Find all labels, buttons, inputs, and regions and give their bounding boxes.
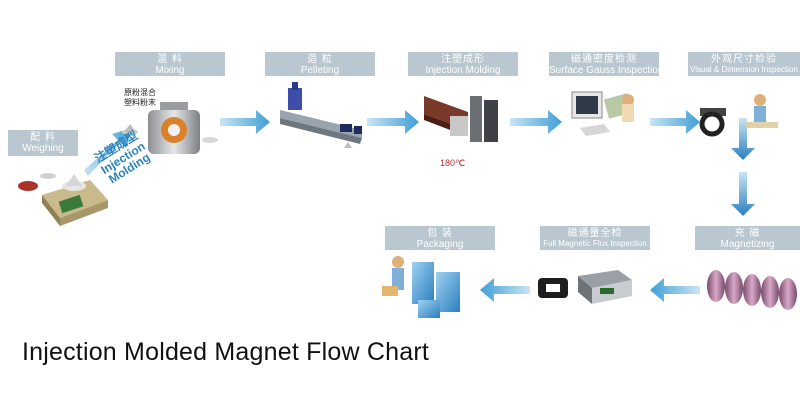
arrow-injection-to-gauss bbox=[510, 110, 562, 134]
fluxmeter-illustration bbox=[538, 270, 632, 304]
step-label-packaging: 包 装 Packaging bbox=[385, 226, 495, 250]
step-en: Magnetizing bbox=[720, 238, 775, 250]
injection-temperature: 180℃ bbox=[440, 158, 466, 168]
step-en: Packaging bbox=[416, 238, 464, 250]
arrow-weighing-to-mixing bbox=[84, 128, 132, 176]
step-zh: 包 装 bbox=[427, 228, 453, 239]
step-zh: 磁通量全检 bbox=[567, 228, 623, 239]
arrow-flux-to-packaging bbox=[480, 278, 530, 302]
magnetizing-coil-illustration bbox=[707, 270, 797, 310]
mixing-note-line2: 塑料粉末 bbox=[124, 98, 156, 107]
packaging-illustration bbox=[382, 256, 460, 318]
step-en: Surface Gauss Inspection bbox=[549, 64, 664, 76]
step-en: Pelleting bbox=[300, 64, 340, 76]
step-zh: 外观尺寸检验 bbox=[711, 54, 777, 65]
page-title: Injection Molded Magnet Flow Chart bbox=[22, 338, 429, 366]
arrow-gauss-to-visual bbox=[650, 110, 700, 134]
step-en: Weighing bbox=[22, 142, 64, 154]
step-zh: 充 磁 bbox=[734, 228, 761, 239]
step-label-visual-dimension: 外观尺寸检验 Visual & Dimension Inspection bbox=[688, 52, 800, 76]
step-label-pelleting: 造 粒 Pelleting bbox=[265, 52, 375, 76]
step-en: Full Magnetic Flux Inspection bbox=[543, 238, 647, 248]
step-zh: 配 料 bbox=[30, 132, 56, 143]
step-label-surface-gauss: 磁通密度检测 Surface Gauss Inspection bbox=[549, 52, 664, 76]
arrow-visual-down-2 bbox=[731, 172, 755, 216]
step-en: Mixing bbox=[155, 64, 185, 76]
step-zh: 混 料 bbox=[157, 54, 183, 65]
step-zh: 造 粒 bbox=[307, 54, 333, 65]
step-zh: 注塑成形 bbox=[441, 54, 485, 65]
step-label-mixing: 混 料 Mixing bbox=[115, 52, 225, 76]
arrow-visual-down-1 bbox=[731, 118, 755, 160]
computer-illustration bbox=[571, 91, 634, 136]
step-label-injection-molding: 注塑成形 Injection Molding bbox=[408, 52, 518, 76]
injection-machine-illustration bbox=[424, 96, 498, 142]
step-en: Visual & Dimension Inspection bbox=[690, 64, 798, 74]
mixer-illustration bbox=[122, 102, 218, 154]
step-zh: 磁通密度检测 bbox=[571, 54, 637, 65]
step-label-weighing: 配 料 Weighing bbox=[8, 130, 78, 156]
scale-illustration bbox=[18, 173, 108, 226]
mixing-note: 原粉混合 塑料粉末 bbox=[124, 88, 156, 108]
step-label-flux-inspection: 磁通量全检 Full Magnetic Flux Inspection bbox=[540, 226, 650, 250]
arrow-magnetizing-to-flux bbox=[650, 278, 700, 302]
step-en: Injection Molding bbox=[425, 64, 501, 76]
mixing-note-line1: 原粉混合 bbox=[124, 88, 156, 97]
arrow-mixing-to-pelleting bbox=[220, 110, 270, 134]
pelleting-machine-illustration bbox=[280, 82, 362, 148]
step-label-magnetizing: 充 磁 Magnetizing bbox=[695, 226, 800, 250]
arrow-pelleting-to-injection bbox=[367, 110, 419, 134]
caliper-illustration bbox=[699, 94, 778, 137]
